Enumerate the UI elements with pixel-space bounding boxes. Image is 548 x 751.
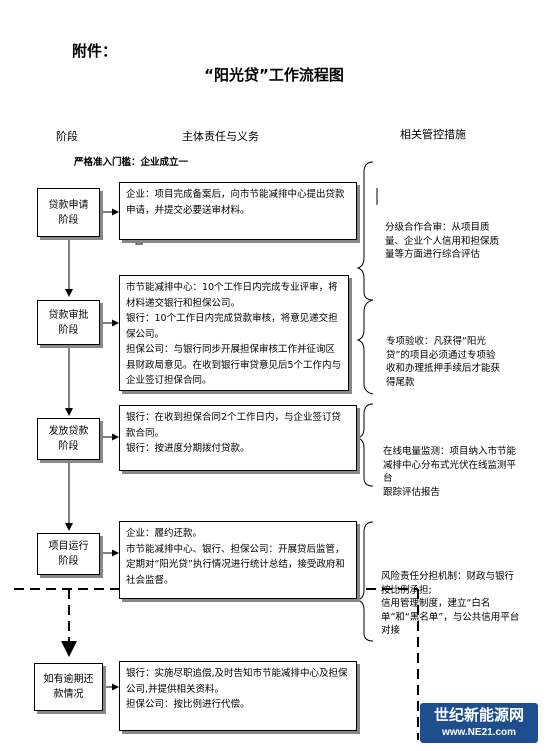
control-special-acceptance: 专项验收：凡获得“阳光贷”的项目必须通过专项验收和办理抵押手续后才能获得尾款 (386, 336, 501, 388)
stage-label: 项目运行阶段 (48, 541, 89, 567)
content-approval: 市节能减排中心：10个工作日内完成专业评审，将材料递交银行和担保公司。 银行：1… (119, 275, 349, 391)
content-line: 市节能减排中心、银行、担保公司：开展贷后监管，定期对“阳光贷”执行情况进行统计总… (126, 543, 345, 586)
watermark-logo: 世纪新能源网 www.NE21.com (420, 703, 538, 743)
content-line: 担保公司：与银行同步开展担保审核工作并征询区县财政局意见。在收到银行审贷意见后5… (126, 344, 342, 386)
attachment-label: 附件： (72, 42, 118, 60)
bracket-1 (356, 161, 374, 301)
content-overdue: 银行：实施尽职追偿,及时告知市节能减排中心及担保公司,并提供相关资料。 担保公司… (119, 661, 357, 731)
stage-label: 如有逾期还款情况 (43, 674, 94, 700)
control-graded-review: 分级合作合审：从项目质量、企业个人信用和担保质量等方面进行综合评估 (385, 222, 500, 260)
content-line: 企业：项目完成备案后，向市节能减排中心提出贷款申请，并提交必要送审材料。 (126, 189, 345, 216)
bracket-3 (356, 403, 374, 487)
bracket-2 (356, 299, 374, 395)
content-line: 银行：10个工作日内完成贷款审核，将意见递交担保公司。 (126, 313, 338, 340)
content-line: 企业：履约还款。 (126, 528, 203, 539)
header-duty: 主体责任与义务 (182, 130, 259, 143)
control-online-monitoring: 在线电量监测：项目纳入市节能减排中心分布式光伏在线监测平台 跟踪评估报告 (383, 446, 517, 498)
stage-label: 发放贷款阶段 (48, 426, 89, 452)
content-application: 企业：项目完成备案后，向市节能减排中心提出贷款申请，并提交必要送审材料。 (119, 182, 357, 240)
watermark-url: www.NE21.com (441, 727, 517, 738)
stage-approval: 贷款审批阶段 (37, 300, 100, 345)
stage-label: 贷款申请阶段 (48, 199, 89, 226)
stage-operation: 项目运行阶段 (37, 533, 100, 575)
header-stage: 阶段 (56, 130, 78, 143)
stage-disbursement: 发放贷款阶段 (37, 418, 100, 460)
watermark-name: 世纪新能源网 (433, 707, 524, 724)
content-operation: 企业：履约还款。 市节能减排中心、银行、担保公司：开展贷后监管，定期对“阳光贷”… (119, 521, 357, 599)
page-title: “阳光贷”工作流程图 (204, 66, 344, 84)
bracket-4 (356, 521, 374, 642)
content-line: 银行：实施尽职追偿,及时告知市节能减排中心及担保公司,并提供相关资料。 (126, 668, 348, 695)
stage-application: 贷款申请阶段 (37, 188, 100, 237)
control-risk-sharing: 风险责任分担机制：财政与银行按比例承担; 信用管理制度，建立“白名单”和“黑名单… (381, 571, 520, 636)
content-line: 银行：在收到担保合同2个工作日内，与企业签订贷款合同。 (126, 412, 342, 439)
header-control: 相关管控措施 (400, 128, 466, 141)
content-line: 银行：按进度分期拨付贷款。 (126, 443, 250, 454)
stage-overdue: 如有逾期还款情况 (34, 663, 103, 711)
content-line: 担保公司：按比例进行代偿。 (126, 699, 250, 710)
content-disbursement: 银行：在收到担保合同2个工作日内，与企业签订贷款合同。 银行：按进度分期拨付贷款… (119, 405, 357, 471)
content-line: 市节能减排中心：10个工作日内完成专业评审，将材料递交银行和担保公司。 (126, 282, 338, 309)
entry-threshold: 严格准入门槛：企业成立一 (74, 157, 189, 168)
stage-label: 贷款审批阶段 (48, 309, 89, 336)
